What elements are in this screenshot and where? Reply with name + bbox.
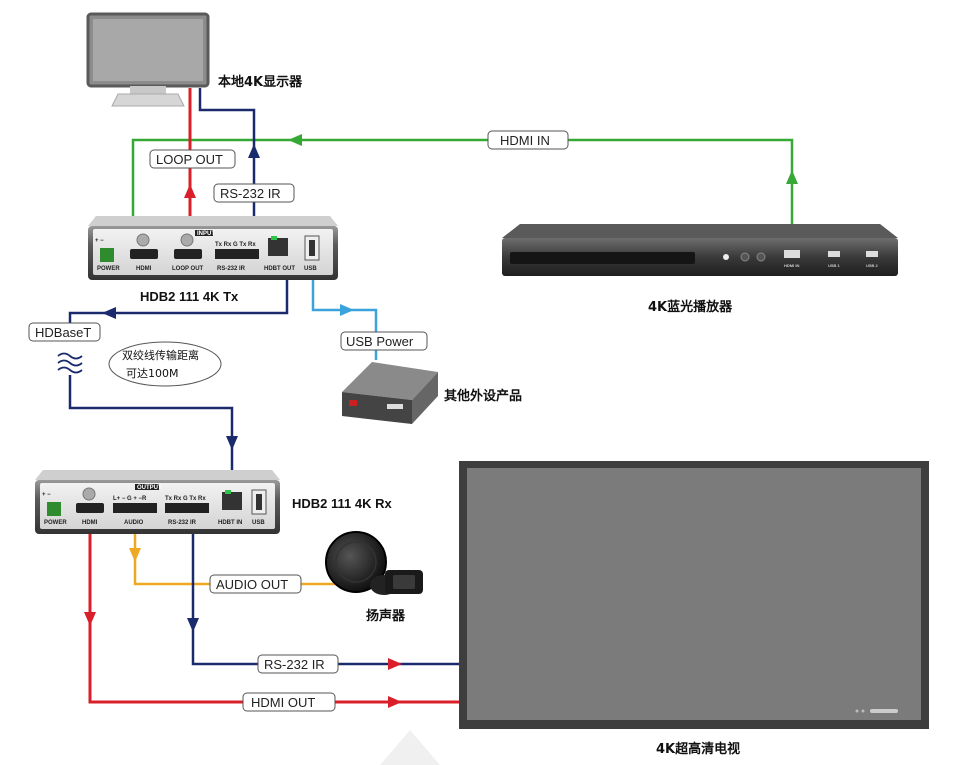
bluray-hdmi-port-label: HDMI IN: [784, 263, 799, 268]
rx-hdmi-port-label: HDMI: [82, 520, 98, 526]
rs232-bottom-arrow-down: [187, 618, 199, 632]
local-monitor-image: [86, 12, 210, 107]
usb-power-pill: USB Power: [340, 331, 428, 351]
hdmi-in-text: HDMI IN: [500, 133, 550, 148]
hdmi-out-pill: HDMI OUT: [242, 692, 336, 712]
bluray-usb2-label: USB 2: [866, 263, 879, 268]
hdbaset-wave-icon: [57, 352, 83, 374]
rx-output-label: OUTPUT: [137, 485, 162, 491]
tv-label: 4K超高清电视: [656, 741, 740, 757]
svg-text:+ −: + −: [42, 492, 51, 498]
tx-hdbt-out-port-label: HDBT OUT: [264, 266, 295, 272]
speaker-label: 扬声器: [366, 608, 406, 624]
tx-rs232-port-label: RS-232 IR: [217, 266, 246, 272]
audio-out-arrow-down: [129, 548, 141, 562]
rx-audio-port-label: AUDIO: [124, 520, 144, 526]
hdmi-in-pill: HDMI IN: [487, 130, 569, 150]
rs232-bottom-pill: RS-232 IR: [257, 654, 339, 674]
hdmi-out-cable: [88, 523, 465, 704]
rx-power-label: POWER: [44, 520, 67, 526]
hdmi-in-cable: [131, 138, 794, 246]
watermark-shape: [380, 730, 440, 765]
rx-device-label: HDB2 111 4K Rx: [292, 496, 392, 511]
speaker-image: [325, 531, 423, 595]
bluray-player-image: HDMI IN USB 1 USB 2: [502, 224, 898, 276]
tx-device-label: HDB2 111 4K Tx: [140, 289, 239, 304]
hdbaset-arrow-left: [102, 307, 116, 319]
tx-input-label: INPUT: [197, 231, 215, 237]
rx-pins-label: Tx Rx G Tx Rx: [165, 496, 206, 502]
bluray-usb1-label: USB 1: [828, 263, 841, 268]
loop-out-pill: LOOP OUT: [149, 149, 236, 169]
hdmi-in-arrow-up: [786, 170, 798, 184]
tx-hdmi-port-label: HDMI: [136, 266, 152, 272]
tx-pins-label: Tx Rx G Tx Rx: [215, 242, 256, 248]
hdmi-in-arrow-left: [288, 134, 302, 146]
usb-power-arrow-right: [340, 304, 354, 316]
tx-usb-port-label: USB: [304, 266, 317, 272]
rs232-bottom-cable: [191, 523, 465, 666]
tv-image: [459, 461, 929, 729]
hdbaset-pill: HDBaseT: [28, 322, 101, 342]
audio-out-text: AUDIO OUT: [216, 577, 288, 592]
rs232-top-text: RS-232 IR: [220, 186, 281, 201]
loop-out-text: LOOP OUT: [156, 152, 223, 167]
distance-bubble-line1: 双绞线传输距离: [122, 348, 199, 362]
hdbaset-text: HDBaseT: [35, 325, 91, 340]
tx-loop-out-port-label: LOOP OUT: [172, 266, 204, 272]
peripheral-device-image: [342, 362, 438, 424]
rx-device: + − POWER HDMI OUTPUT L+ − G + −R AUDIO …: [35, 470, 280, 534]
distance-bubble: 双绞线传输距离 可达100M: [108, 341, 222, 387]
distance-bubble-line2: 可达100M: [126, 367, 179, 380]
hdbaset-arrow-down: [226, 436, 238, 450]
rs232-top-cable: [198, 88, 256, 238]
rx-rs232-port-label: RS-232 IR: [168, 520, 197, 526]
loop-out-arrow-up: [184, 184, 196, 198]
rs232-bottom-text: RS-232 IR: [264, 657, 325, 672]
audio-out-pill: AUDIO OUT: [209, 574, 302, 594]
usb-power-text: USB Power: [346, 334, 414, 349]
rx-usb-port-label: USB: [252, 520, 265, 526]
tx-power-label: POWER: [97, 266, 120, 272]
rs232-top-pill: RS-232 IR: [213, 183, 295, 203]
rs232-bottom-arrow-right: [388, 658, 402, 670]
rs232-top-arrow-up: [248, 144, 260, 158]
bluray-player-label: 4K蓝光播放器: [648, 299, 733, 315]
peripheral-label: 其他外设产品: [444, 388, 522, 404]
hdmi-out-text: HDMI OUT: [251, 695, 315, 710]
rx-hdbt-in-port-label: HDBT IN: [218, 520, 242, 526]
hdmi-out-arrow-down: [84, 612, 96, 626]
local-monitor-label: 本地4K显示器: [218, 74, 303, 90]
svg-text:L+ − G + −R: L+ − G + −R: [113, 496, 147, 502]
tx-device: + − POWER HDMI INPUT LOOP OUT Tx Rx G Tx…: [88, 216, 338, 280]
hdmi-out-arrow-right: [388, 696, 402, 708]
svg-text:+ −: + −: [95, 238, 104, 244]
